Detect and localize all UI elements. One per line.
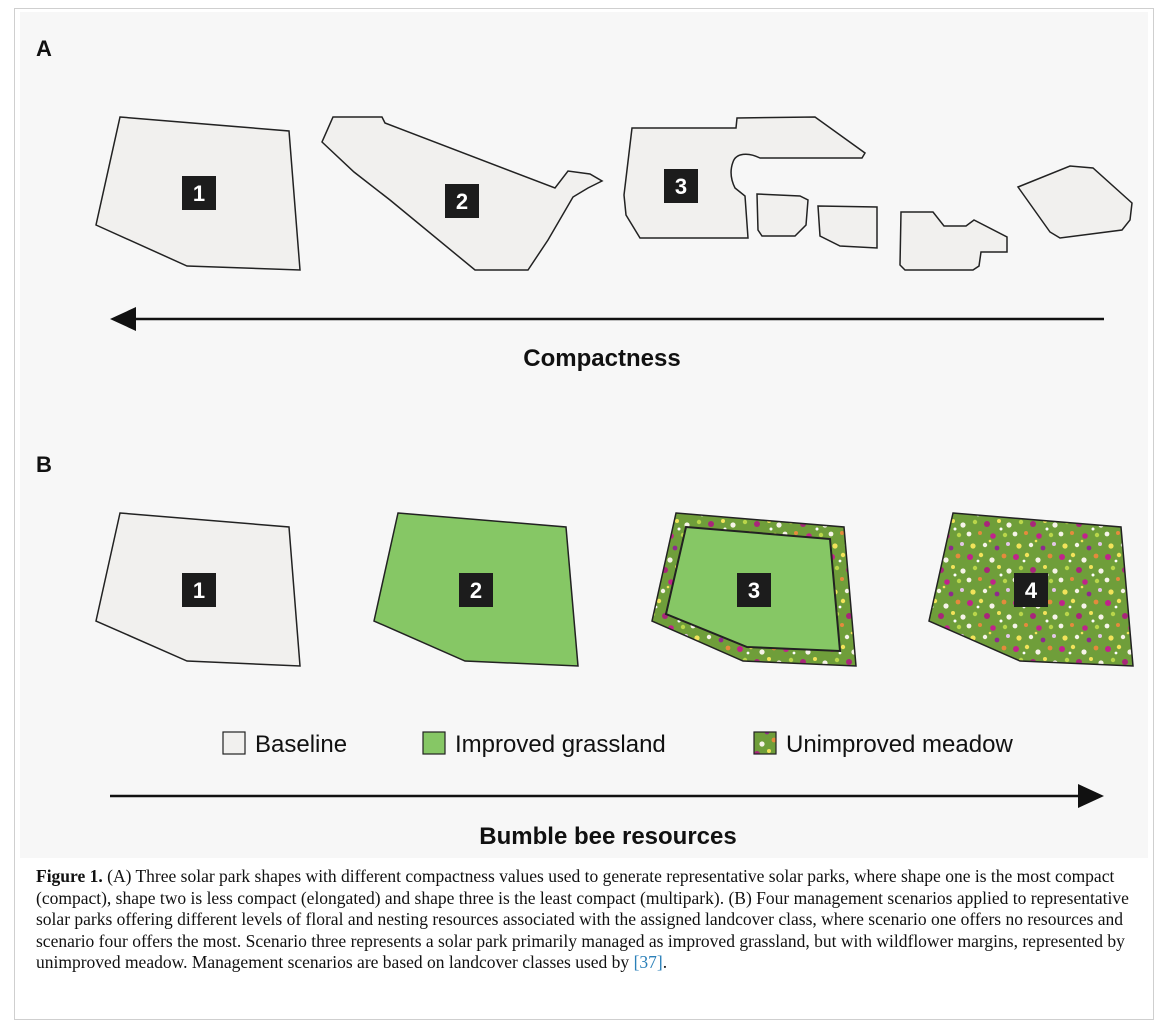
shape-1-number: 1 [193,181,205,206]
caption-figure-label: Figure 1. [36,866,103,886]
bumble-bee-resources-arrow [110,784,1104,808]
label-box [182,573,216,607]
caption-text-end: . [662,952,668,972]
shape-3-multipark [623,116,1133,271]
shape-2-number: 2 [456,189,468,214]
scenario-2-number: 2 [470,578,482,603]
figure-caption: Figure 1. (A) Three solar park shapes wi… [36,866,1136,974]
scenario-3-number: 3 [748,578,760,603]
legend-label-unimproved-meadow: Unimproved meadow [786,731,1013,758]
figure-graphic: A 1 2 3 Compactness B 1 2 3 4 Baseline I… [36,36,1134,850]
bumble-bee-resources-axis-title: Bumble bee resources [479,823,736,850]
caption-reference-link[interactable]: [37] [633,952,663,972]
legend: Baseline Improved grassland Unimproved m… [222,731,1013,758]
compactness-axis-title: Compactness [523,345,680,372]
caption-text: (A) Three solar park shapes with differe… [36,866,1129,972]
label-box [459,573,493,607]
shape-3-number: 3 [675,174,687,199]
scenario-4-number: 4 [1025,578,1038,603]
label-box [737,573,771,607]
label-box [1014,573,1048,607]
legend-swatch-baseline [222,731,246,755]
label-box [664,169,698,203]
legend-label-baseline: Baseline [255,731,347,758]
panel-b-letter: B [36,452,52,477]
legend-swatch-improved-grassland [422,731,446,755]
compactness-arrow [110,307,1104,331]
scenario-1-number: 1 [193,578,205,603]
label-box [445,184,479,218]
legend-swatch-unimproved-meadow [753,731,777,755]
panel-a-letter: A [36,36,52,61]
legend-label-improved-grassland: Improved grassland [455,731,666,758]
label-box [182,176,216,210]
